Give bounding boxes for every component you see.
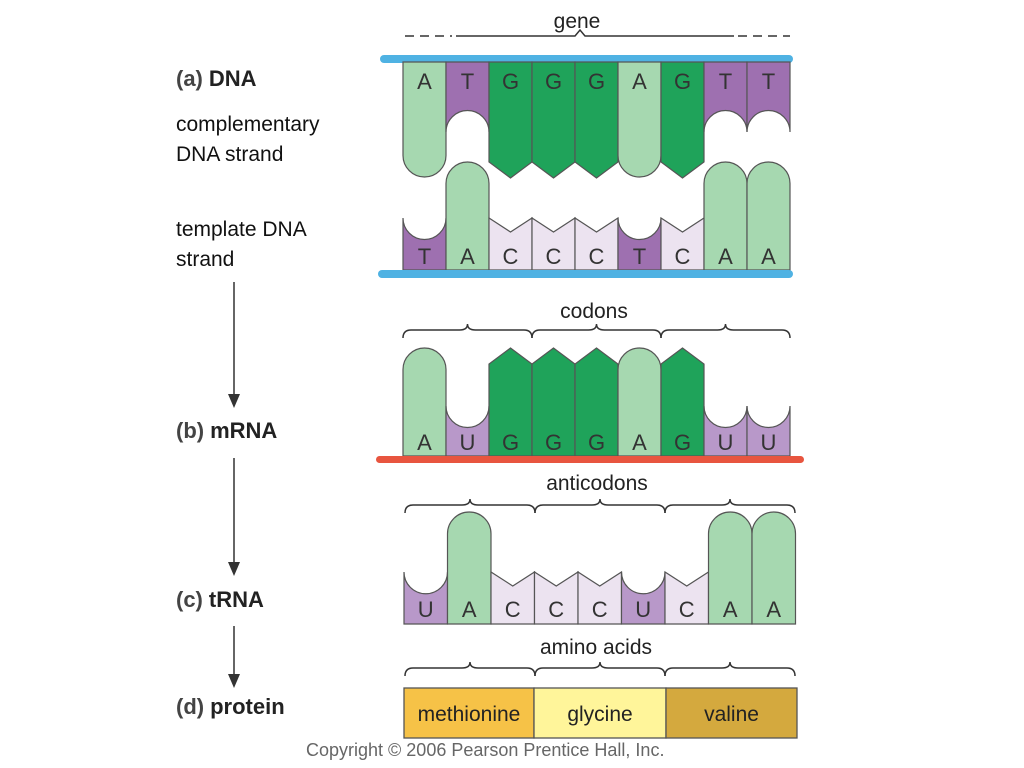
complementary-dna-base-label: T: [719, 69, 732, 94]
trna-nucleotide: [446, 511, 492, 625]
dna-bottom-backbone: [378, 270, 793, 278]
amino-acid-box: [665, 687, 798, 739]
part-a-label: (a)DNA: [176, 66, 257, 92]
trna-base-label: U: [418, 597, 434, 622]
trna-base-label: A: [723, 597, 738, 622]
amino-acid-box: [533, 687, 667, 739]
mrna-base-label: U: [718, 430, 734, 455]
mrna-base-label: A: [632, 430, 647, 455]
complementary-dna-base-label: T: [762, 69, 775, 94]
mrna-base-label: A: [417, 430, 432, 455]
complementary-dna-base-label: G: [588, 69, 605, 94]
amino-acid-brace: [534, 661, 666, 677]
complementary-dna-nucleotide: [746, 61, 791, 133]
template-dna-base-label: A: [460, 244, 475, 269]
trna-title: tRNA: [208, 587, 264, 612]
part-b-label: (b)mRNA: [176, 418, 277, 444]
trna-nucleotide: [533, 570, 579, 625]
gene-label: gene: [554, 10, 601, 33]
amino-acid-label: methionine: [418, 703, 521, 726]
complementary-dna-nucleotide: [531, 61, 576, 179]
trna-base-label: A: [766, 597, 781, 622]
amino-acid-brace: [664, 661, 796, 677]
trna-base-label: C: [548, 597, 564, 622]
arrow-dna-to-mrna-head: [228, 394, 240, 408]
mrna-base-label: U: [761, 430, 777, 455]
part-c-label: (c)tRNA: [176, 587, 264, 613]
part-c-letter: (c): [176, 587, 203, 612]
complementary-dna-nucleotide: [488, 61, 533, 179]
mrna-nucleotide: [402, 347, 447, 457]
mrna-base-label: G: [502, 430, 519, 455]
trna-base-label: C: [592, 597, 608, 622]
arrow-trna-to-protein-head: [228, 674, 240, 688]
template-dna-base-label: C: [589, 244, 605, 269]
complementary-dna-base-label: G: [674, 69, 691, 94]
copyright-text: Copyright © 2006 Pearson Prentice Hall, …: [306, 740, 665, 760]
part-d-label: (d)protein: [176, 694, 285, 720]
template-dna-base-label: C: [546, 244, 562, 269]
gene-bracket: [456, 28, 734, 37]
amino-acids-label: amino acids: [540, 636, 652, 659]
complementary-dna-nucleotide: [660, 61, 705, 179]
template-strand-label-1: template DNA: [176, 218, 307, 241]
trna-nucleotide: [664, 570, 710, 625]
complementary-strand-label-1: complementary: [176, 113, 320, 136]
dna-title: DNA: [208, 66, 257, 91]
arrow-mrna-to-trna-head: [228, 562, 240, 576]
template-dna-nucleotide: [445, 161, 490, 271]
part-d-letter: (d): [176, 694, 205, 719]
complementary-dna-base-label: G: [545, 69, 562, 94]
anticodon-brace: [664, 498, 796, 514]
template-dna-base-label: C: [503, 244, 519, 269]
part-b-letter: (b): [176, 418, 205, 443]
anticodon-brace: [404, 498, 536, 514]
mrna-base-label: G: [674, 430, 691, 455]
trna-base-label: U: [635, 597, 651, 622]
mrna-base-label: U: [460, 430, 476, 455]
template-dna-base-label: C: [675, 244, 691, 269]
codon-brace: [402, 323, 533, 339]
complementary-dna-base-label: A: [417, 69, 432, 94]
dna-top-backbone: [380, 55, 793, 63]
trna-nucleotide: [577, 570, 623, 625]
amino-acid-label: valine: [704, 703, 759, 726]
complementary-dna-base-label: G: [502, 69, 519, 94]
mrna-nucleotide: [746, 405, 791, 457]
template-dna-base-label: T: [633, 244, 646, 269]
anticodon-brace: [534, 498, 666, 514]
mrna-base-label: G: [545, 430, 562, 455]
trna-base-label: A: [462, 597, 477, 622]
complementary-strand-label-2: DNA strand: [176, 143, 284, 166]
template-dna-base-label: A: [718, 244, 733, 269]
anticodons-label: anticodons: [546, 472, 648, 495]
template-dna-base-label: A: [761, 244, 776, 269]
mrna-base-label: G: [588, 430, 605, 455]
amino-acid-label: glycine: [567, 703, 632, 726]
part-a-letter: (a): [176, 66, 203, 91]
codons-label: codons: [560, 300, 628, 323]
amino-acid-box: [403, 687, 535, 739]
mrna-backbone: [376, 456, 804, 463]
mrna-title: mRNA: [210, 418, 278, 443]
protein-title: protein: [210, 694, 285, 719]
template-dna-nucleotide: [746, 161, 791, 271]
trna-nucleotide: [490, 570, 536, 625]
trna-base-label: C: [505, 597, 521, 622]
trna-nucleotide: [751, 511, 797, 625]
codon-brace: [531, 323, 662, 339]
complementary-dna-base-label: A: [632, 69, 647, 94]
codon-brace: [660, 323, 791, 339]
complementary-dna-nucleotide: [574, 61, 619, 179]
complementary-dna-nucleotide: [402, 61, 447, 178]
template-strand-label-2: strand: [176, 248, 235, 271]
template-dna-base-label: T: [418, 244, 431, 269]
complementary-dna-base-label: T: [461, 69, 474, 94]
amino-acid-brace: [404, 661, 536, 677]
trna-base-label: C: [679, 597, 695, 622]
